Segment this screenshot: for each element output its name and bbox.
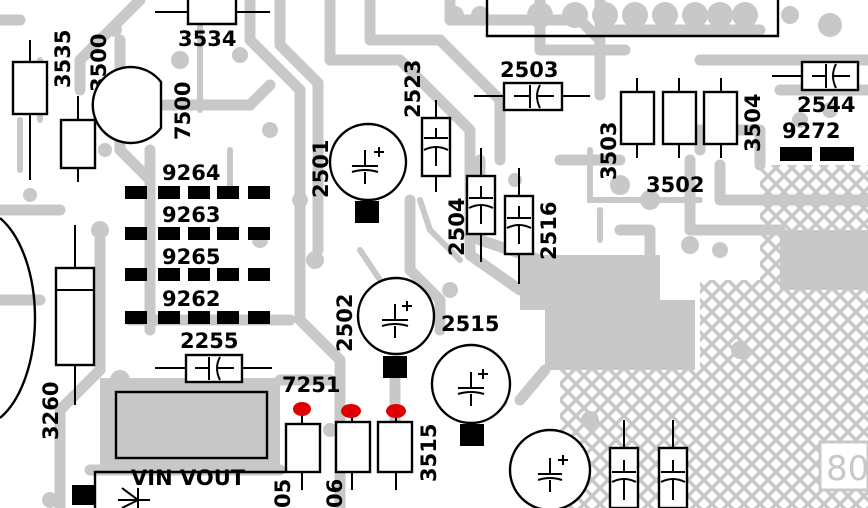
capacitor-2504 — [465, 148, 497, 262]
label-9263: 9263 — [162, 203, 220, 227]
capacitor-electrolytic-bottom — [508, 428, 592, 508]
label-2501: 2501 — [309, 140, 333, 198]
transistor-7500 — [91, 65, 163, 145]
label-2504: 2504 — [445, 198, 469, 256]
label-2515: 2515 — [441, 312, 499, 336]
capacitor-2502 — [356, 276, 436, 378]
label-3515: 3515 — [417, 424, 441, 482]
resistor-3500 — [59, 96, 97, 182]
label-3503: 3503 — [597, 122, 621, 180]
label-7251: 7251 — [282, 373, 340, 397]
label-box-80 — [818, 440, 868, 492]
capacitor-2503 — [474, 81, 590, 112]
label-9272: 9272 — [782, 119, 840, 143]
resistor-3535 — [11, 40, 49, 180]
capacitor-2515 — [430, 343, 512, 446]
capacitor-2255 — [155, 353, 272, 384]
regulator-pad — [72, 485, 94, 505]
label-2523: 2523 — [401, 60, 425, 118]
capacitor-large-outline — [0, 217, 37, 419]
diode-symbol — [118, 487, 150, 508]
pin-marker-red — [341, 404, 361, 418]
pin-marker-red — [386, 404, 406, 418]
resistor-3260 — [54, 225, 96, 405]
capacitor-2523 — [420, 100, 452, 192]
label-3534: 3534 — [178, 27, 236, 51]
pin-marker-red — [293, 402, 311, 416]
label-9264: 9264 — [162, 161, 220, 185]
label-7500: 7500 — [171, 82, 195, 140]
label-2255: 2255 — [180, 329, 238, 353]
label-2516: 2516 — [537, 202, 561, 260]
label-06: 06 — [323, 479, 347, 508]
jumper-9272-pad — [820, 147, 854, 161]
ic-7251 — [284, 410, 414, 490]
label-9265: 9265 — [162, 245, 220, 269]
connector-outline — [485, 0, 780, 38]
label-2544: 2544 — [797, 93, 855, 117]
label-2502: 2502 — [333, 294, 357, 352]
label-05: 05 — [271, 479, 295, 508]
capacitor-2516 — [503, 168, 535, 284]
label-9262: 9262 — [162, 287, 220, 311]
capacitor-bottom-pair — [608, 420, 689, 508]
label-2503: 2503 — [500, 58, 558, 82]
regulator-outline — [93, 470, 285, 508]
copper-pour-right-block — [780, 230, 868, 290]
label-3504: 3504 — [741, 94, 765, 152]
regulator-body — [114, 390, 269, 460]
capacitor-2501 — [328, 122, 408, 223]
label-3535: 3535 — [51, 30, 75, 88]
jumper-pad-array — [125, 186, 270, 324]
label-80: 80 — [826, 449, 868, 489]
resistor-network-3502 — [619, 78, 739, 158]
ground-plane-mid — [700, 280, 770, 380]
label-vin-vout: VIN VOUT — [131, 466, 246, 490]
resistor-3534 — [155, 0, 270, 26]
capacitor-2544 — [772, 60, 860, 92]
copper-pour-box — [100, 378, 280, 470]
label-3502: 3502 — [646, 173, 704, 197]
label-3260: 3260 — [39, 382, 63, 440]
jumper-9272-pad — [780, 147, 812, 161]
